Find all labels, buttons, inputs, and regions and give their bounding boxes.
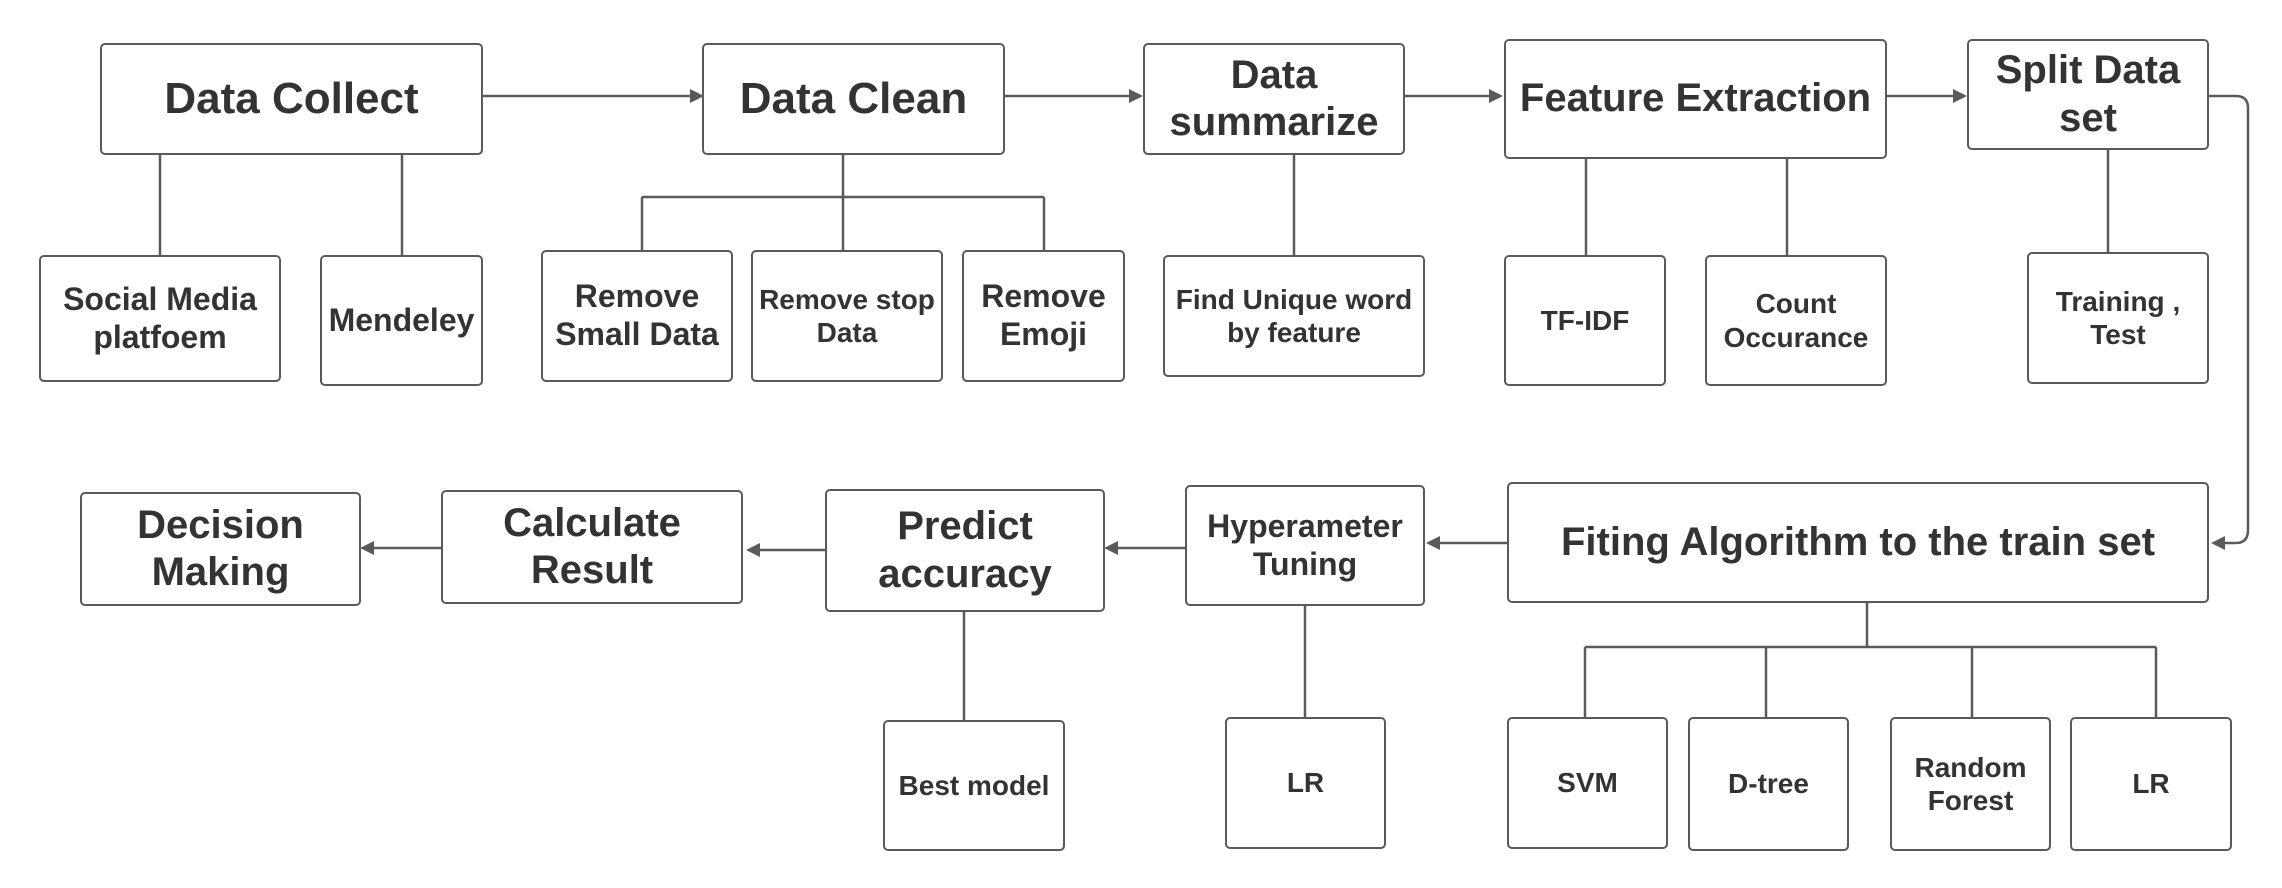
svm-label: SVM [1557,767,1618,799]
decision-making-label: Decision Making [137,502,304,594]
arrowhead [1489,89,1503,103]
arrow-split-to-fitting [2209,94,2250,545]
count-occurance-box: Count Occurance [1705,255,1887,386]
d-tree-box: D-tree [1688,717,1849,851]
tf-idf-box: TF-IDF [1504,255,1666,386]
arrowhead [690,89,704,103]
predict-accuracy-box: Predict accuracy [825,489,1105,612]
remove-emoji-box: Remove Emoji [962,250,1125,382]
arrowhead [1129,89,1143,103]
best-model-label: Best model [898,769,1050,801]
arrowhead [2211,536,2225,550]
hyperparameter-tuning-box: Hyperameter Tuning [1185,485,1425,606]
count-occurance-label: Count Occurance [1723,288,1869,353]
remove-small-data-label: Remove Small Data [555,278,719,352]
remove-stop-data-label: Remove stop Data [759,283,935,348]
social-media-label: Social Media platfoem [63,280,257,355]
data-collect-box: Data Collect [100,43,483,155]
arrowhead [746,543,760,557]
calculate-result-box: Calculate Result [441,490,743,604]
random-forest-label: Random Forest [1914,751,2027,816]
fitting-algorithm-label: Fiting Algorithm to the train set [1560,519,2156,564]
feature-extraction-box: Feature Extraction [1504,39,1887,159]
split-data-set-box: Split Data set [1967,39,2209,150]
fitting-algorithm-box: Fiting Algorithm to the train set [1507,482,2209,603]
predict-accuracy-label: Predict accuracy [878,504,1052,596]
training-test-label: Training , Test [2055,285,2181,350]
data-clean-box: Data Clean [702,43,1005,155]
data-clean-label: Data Clean [739,74,968,124]
lr-tuning-label: LR [1286,767,1325,799]
random-forest-box: Random Forest [1890,717,2051,851]
remove-small-data-box: Remove Small Data [541,250,733,382]
social-media-box: Social Media platfoem [39,255,281,382]
mendeley-box: Mendeley [320,255,483,386]
data-collect-label: Data Collect [164,74,419,124]
find-unique-word-box: Find Unique word by feature [1163,255,1425,377]
arrowhead [1426,536,1440,550]
lr-algorithm-label: LR [2132,768,2170,800]
calculate-result-label: Calculate Result [503,500,681,592]
arrowhead [1953,89,1967,103]
lr-tuning-box: LR [1225,717,1386,849]
decision-making-box: Decision Making [80,492,361,606]
d-tree-label: D-tree [1728,768,1809,800]
training-test-box: Training , Test [2027,252,2209,384]
hyperparameter-tuning-label: Hyperameter Tuning [1207,507,1403,582]
svm-box: SVM [1507,717,1668,849]
data-summarize-box: Data summarize [1143,43,1405,155]
feature-extraction-label: Feature Extraction [1519,76,1872,121]
arrowhead [360,541,374,555]
find-unique-word-label: Find Unique word by feature [1175,283,1413,348]
mendeley-label: Mendeley [328,301,475,338]
tf-idf-label: TF-IDF [1540,304,1630,336]
remove-stop-data-box: Remove stop Data [751,250,943,382]
split-data-set-label: Split Data set [1995,48,2181,140]
arrowhead [1104,541,1118,555]
lr-algorithm-box: LR [2070,717,2232,851]
best-model-box: Best model [883,720,1065,851]
data-summarize-label: Data summarize [1169,52,1379,144]
remove-emoji-label: Remove Emoji [981,278,1106,352]
